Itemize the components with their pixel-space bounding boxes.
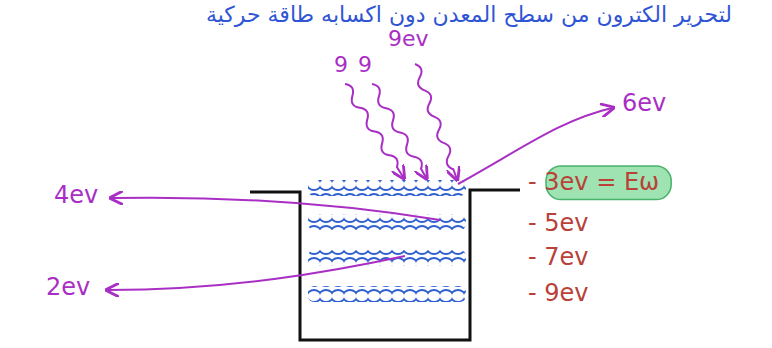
level-label: - 7ev <box>528 244 589 272</box>
emission-arrow <box>108 256 405 290</box>
electron-layer <box>308 214 466 230</box>
energy-label: 2ev <box>46 274 90 302</box>
energy-label: 9 <box>358 52 372 77</box>
emission-arrow <box>112 198 440 220</box>
electron-layer <box>308 180 466 196</box>
level-label: - 5ev <box>528 210 589 238</box>
electron-layer <box>308 250 466 266</box>
photon-wave <box>411 63 460 180</box>
title: لتحرير الكترون من سطح المعدن دون اكسابه … <box>206 2 732 27</box>
work-function-label: - 3ev = Eω <box>528 169 659 197</box>
level-label: - 9ev <box>528 280 589 308</box>
photon-wave <box>369 82 430 180</box>
energy-label: 9ev <box>388 26 429 51</box>
energy-label: 4ev <box>54 182 98 210</box>
electron-layer <box>308 286 466 302</box>
energy-label: 9 <box>334 52 348 77</box>
energy-label: 6ev <box>622 90 666 118</box>
